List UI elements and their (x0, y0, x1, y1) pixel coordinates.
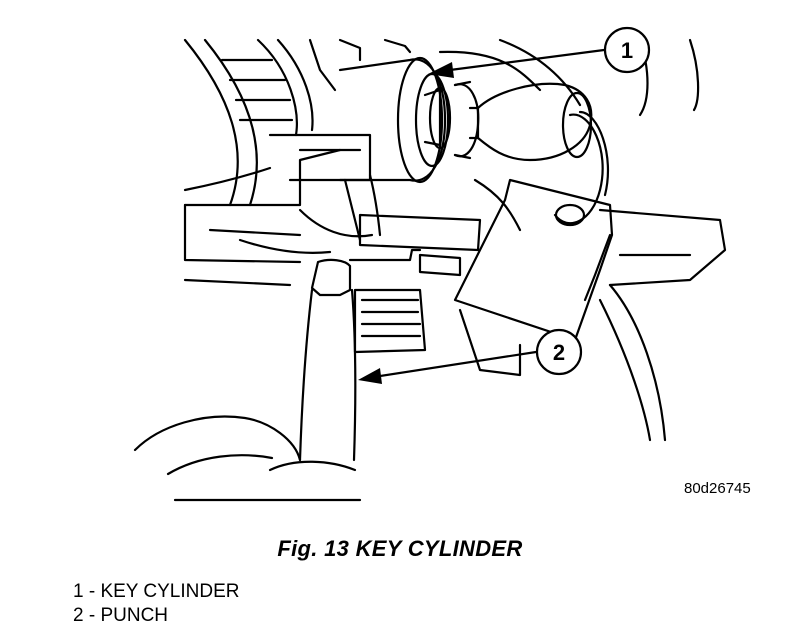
callout-1: 1 (428, 26, 651, 78)
legend: 1 - KEY CYLINDER 2 - PUNCH (73, 580, 239, 628)
ignition-bracket (183, 173, 522, 377)
key-cylinder-illustration: 1 2 (133, 26, 727, 502)
hand (133, 415, 362, 502)
figure-code: 80d26745 (684, 480, 751, 497)
legend-item: 2 - PUNCH (73, 605, 169, 626)
dash-panel-right (498, 38, 727, 442)
callout-2-number: 2 (553, 340, 565, 365)
steering-column-shroud (183, 38, 412, 207)
punch-tool (298, 258, 357, 462)
callout-2: 2 (358, 328, 583, 384)
callout-1-number: 1 (621, 38, 633, 63)
legend-item: 1 - KEY CYLINDER (73, 581, 240, 602)
figure-title: Fig. 13 KEY CYLINDER (277, 536, 523, 561)
